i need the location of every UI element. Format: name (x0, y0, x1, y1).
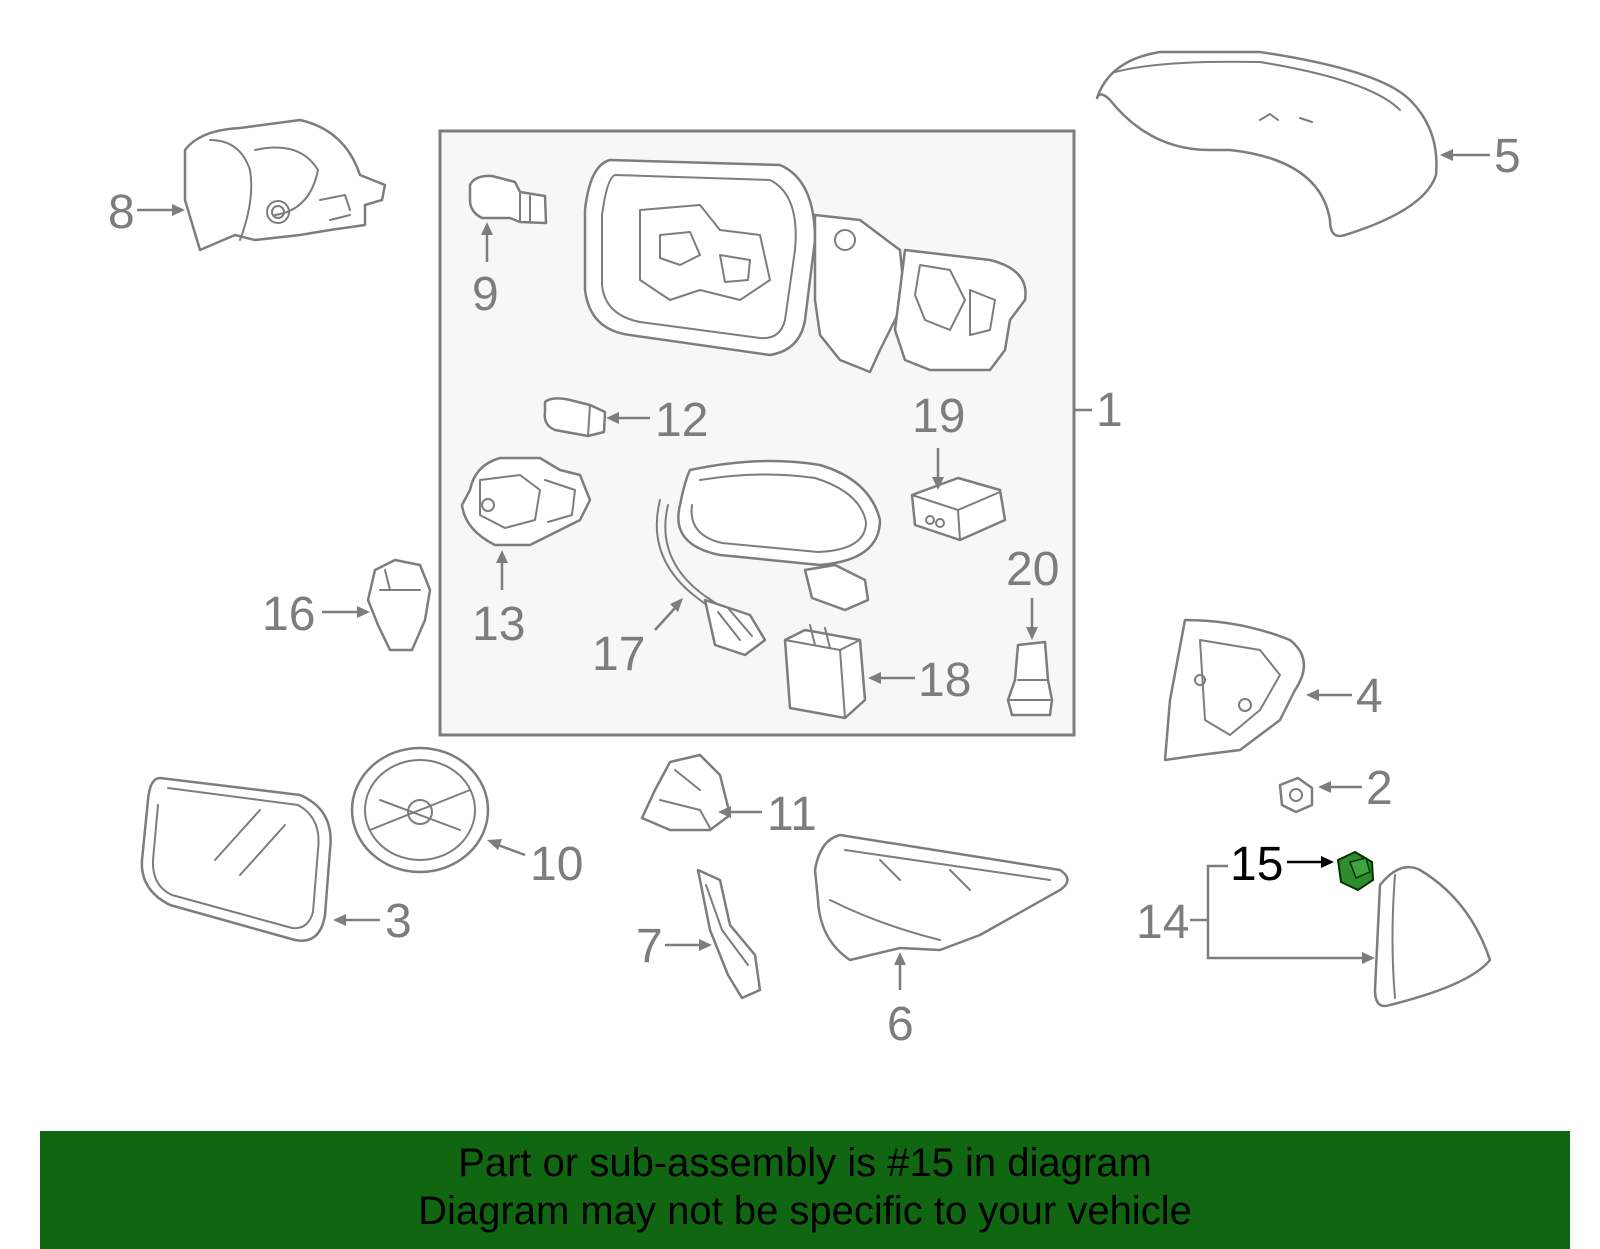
callout-6: 6 (887, 998, 914, 1051)
part-1-mirror-assembly[interactable] (583, 158, 1027, 374)
callout-18: 18 (918, 654, 971, 707)
part-6-lower-housing[interactable] (813, 833, 1069, 962)
callout-20: 20 (1006, 543, 1059, 596)
part-18-block[interactable] (783, 624, 867, 720)
callout-1: 1 (1096, 384, 1123, 437)
parts-diagram: 1 2 3 4 5 6 7 8 9 10 11 12 13 14 15 16 1… (108, 50, 1521, 1051)
callout-10: 10 (530, 838, 583, 891)
callout-15: 15 (1230, 838, 1283, 891)
callout-19: 19 (912, 390, 965, 443)
banner-line-2: Diagram may not be specific to your vehi… (418, 1189, 1192, 1233)
callout-7: 7 (636, 920, 663, 973)
part-15-bolt-highlighted[interactable] (1336, 850, 1375, 892)
part-14-cap[interactable] (1373, 865, 1492, 1008)
part-17-harness[interactable] (655, 459, 882, 657)
part-13-motor[interactable] (460, 456, 592, 547)
callout-4: 4 (1356, 670, 1383, 723)
banner-line-1: Part or sub-assembly is #15 in diagram (458, 1141, 1152, 1185)
part-5-cover[interactable] (1095, 50, 1438, 238)
callout-5: 5 (1494, 130, 1521, 183)
callout-3: 3 (385, 895, 412, 948)
leader-lines (137, 149, 1490, 990)
part-9-connector[interactable] (468, 174, 548, 225)
callout-2: 2 (1366, 762, 1393, 815)
part-20-sensor[interactable] (1006, 640, 1054, 717)
callout-16: 16 (262, 588, 315, 641)
callout-13: 13 (472, 598, 525, 651)
part-16-clip[interactable] (366, 558, 432, 652)
info-banner: Part or sub-assembly is #15 in diagram D… (40, 1131, 1570, 1249)
part-10-actuator[interactable] (350, 746, 490, 874)
callout-14: 14 (1136, 896, 1189, 949)
callout-17: 17 (592, 628, 645, 681)
part-12-bulb[interactable] (543, 397, 607, 438)
part-2-nut[interactable] (1278, 776, 1314, 814)
callout-8: 8 (108, 186, 135, 239)
part-8-housing[interactable] (183, 118, 387, 252)
callout-12: 12 (655, 394, 708, 447)
part-11-cover[interactable] (640, 753, 732, 832)
callout-9: 9 (472, 268, 499, 321)
part-4-lamp[interactable] (1163, 618, 1305, 762)
callout-11: 11 (767, 788, 817, 841)
part-3-glass[interactable] (140, 776, 332, 942)
part-7-trim[interactable] (696, 868, 762, 1000)
part-19-connector[interactable] (910, 476, 1007, 542)
callout-labels: 1 2 3 4 5 6 7 8 9 10 11 12 13 14 15 16 1… (108, 130, 1521, 1051)
